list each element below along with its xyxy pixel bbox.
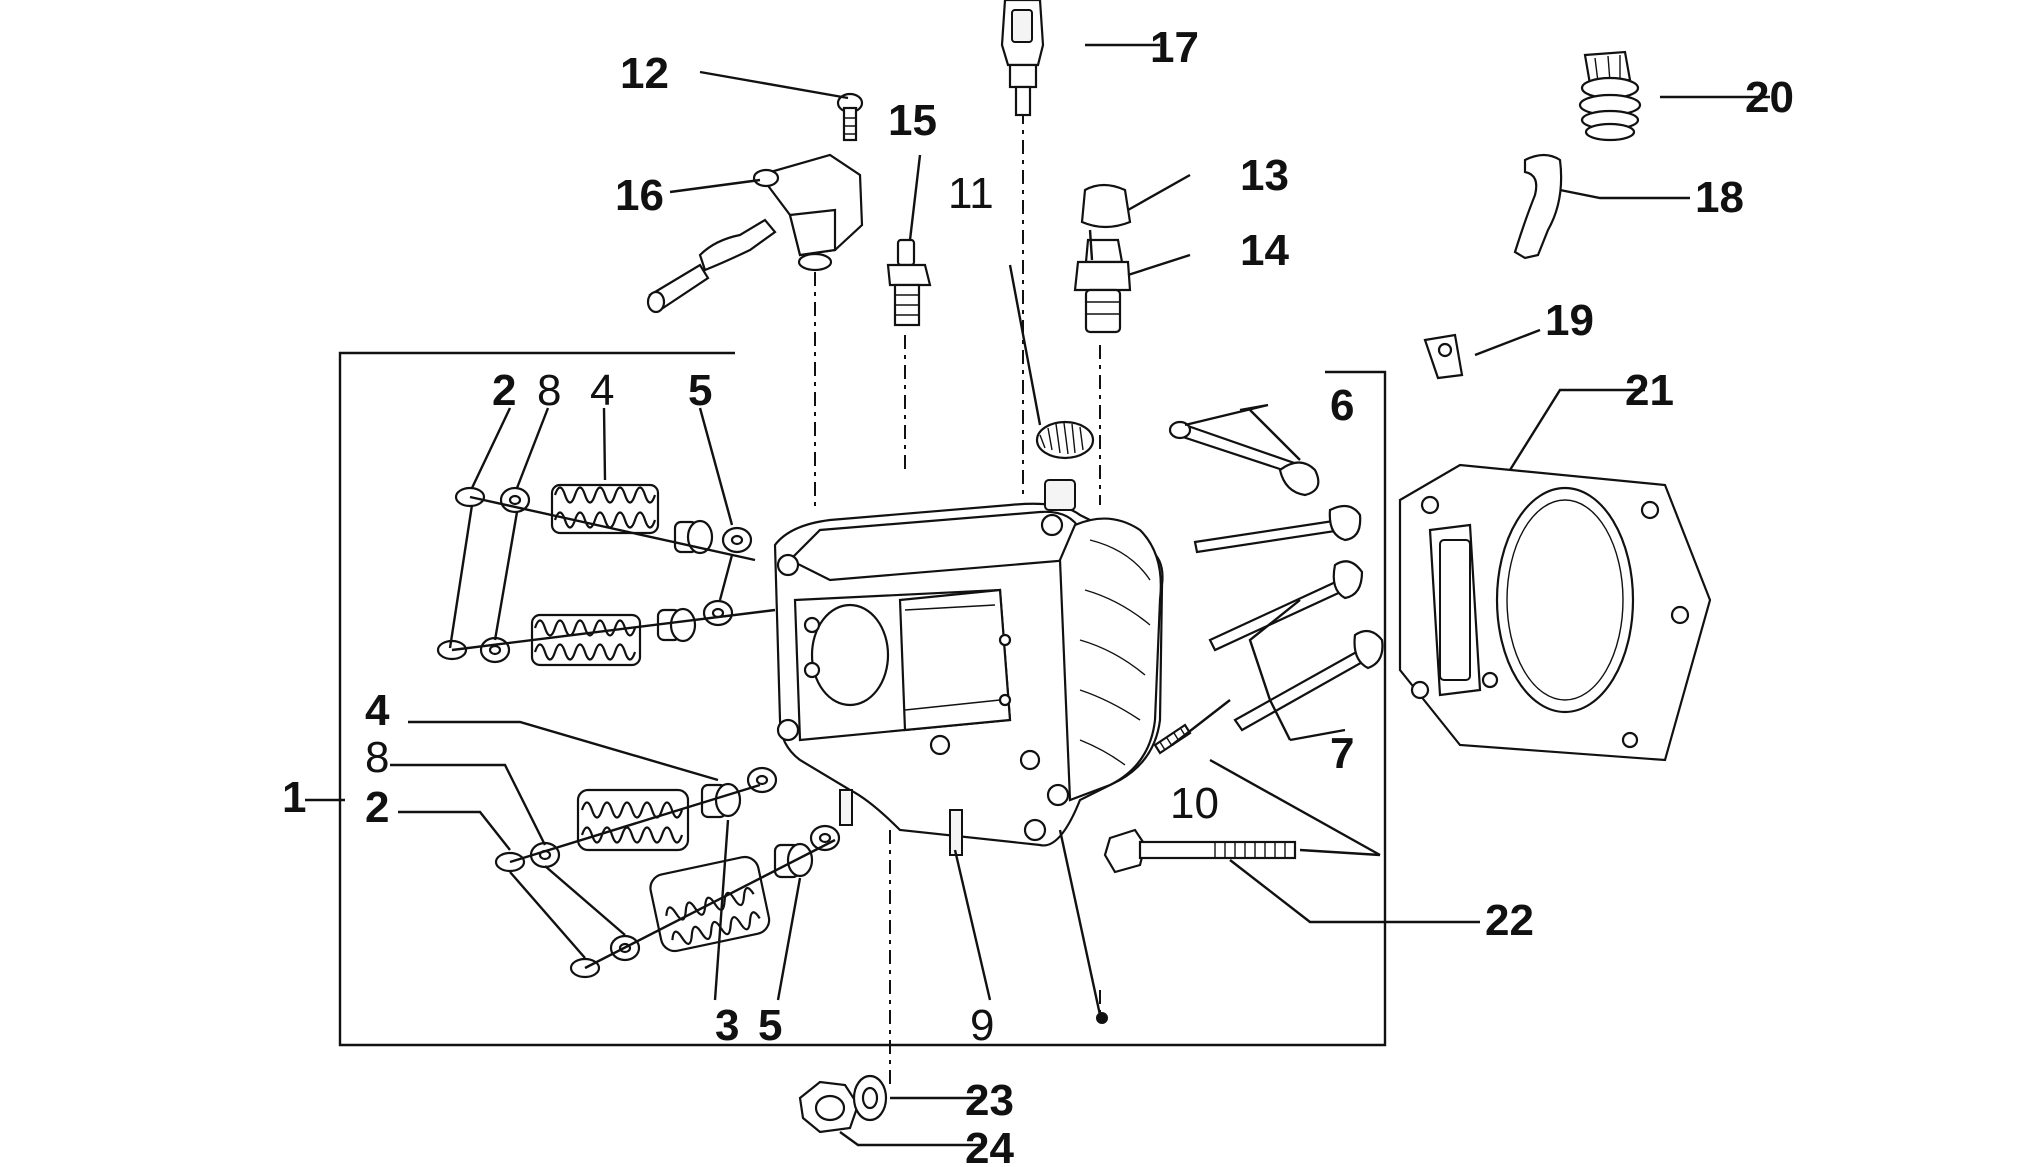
callout-2-upper: 2 xyxy=(492,366,516,415)
hose-18 xyxy=(1513,153,1563,260)
callout-6: 6 xyxy=(1330,381,1354,430)
callout-13: 13 xyxy=(1240,151,1289,200)
callout-11: 11 xyxy=(948,169,994,218)
screw-12 xyxy=(836,92,864,142)
callout-20: 20 xyxy=(1745,73,1794,122)
reference-dot xyxy=(1096,1012,1108,1024)
oil-plug-20 xyxy=(1578,50,1642,142)
nut-23 xyxy=(798,1080,860,1134)
callout-3: 3 xyxy=(715,1001,739,1050)
callout-15: 15 xyxy=(888,96,937,145)
callout-4-lower: 4 xyxy=(365,686,390,735)
callout-18: 18 xyxy=(1695,173,1744,222)
valve-train-lower xyxy=(494,766,841,979)
callout-12: 12 xyxy=(620,49,669,98)
callout-19: 19 xyxy=(1545,296,1594,345)
leader-lines xyxy=(305,43,1770,1147)
cylinder-head xyxy=(773,479,1164,856)
assembly-1-frame xyxy=(338,351,1387,1047)
axis-lines xyxy=(814,110,1101,1090)
callout-21: 21 xyxy=(1625,366,1674,415)
callout-7: 7 xyxy=(1330,729,1354,778)
temperature-sensor-17 xyxy=(1000,0,1045,117)
bolt-22 xyxy=(1103,828,1297,874)
cap-13 xyxy=(1080,183,1132,229)
callout-14: 14 xyxy=(1240,226,1289,275)
callout-24: 24 xyxy=(965,1124,1014,1167)
ignition-coil-16 xyxy=(646,153,864,314)
callout-4-upper: 4 xyxy=(590,366,614,415)
callout-5-lower: 5 xyxy=(758,1001,782,1050)
callout-8-upper: 8 xyxy=(537,366,561,415)
stud-10 xyxy=(1153,723,1192,755)
callout-22: 22 xyxy=(1485,896,1534,945)
callout-9: 9 xyxy=(970,1001,994,1050)
callout-10: 10 xyxy=(1170,779,1219,828)
valve-train-upper xyxy=(436,483,776,667)
clip-19 xyxy=(1423,333,1464,380)
callout-23: 23 xyxy=(965,1076,1014,1125)
callout-1: 1 xyxy=(282,773,306,822)
spark-plug-15 xyxy=(886,238,932,327)
callout-16: 16 xyxy=(615,171,664,220)
callout-17: 17 xyxy=(1150,23,1199,72)
callout-2-lower: 2 xyxy=(365,783,389,832)
washer-24 xyxy=(852,1074,888,1122)
callout-labels: 1 2 8 4 5 4 8 2 3 5 9 6 7 10 11 12 13 14… xyxy=(282,23,1794,1167)
valves xyxy=(1168,420,1384,732)
clip-11 xyxy=(1035,420,1095,460)
gasket-21 xyxy=(1398,463,1712,762)
fitting-14 xyxy=(1073,238,1132,334)
callout-5-upper: 5 xyxy=(688,366,712,415)
callout-8-lower: 8 xyxy=(365,733,389,782)
